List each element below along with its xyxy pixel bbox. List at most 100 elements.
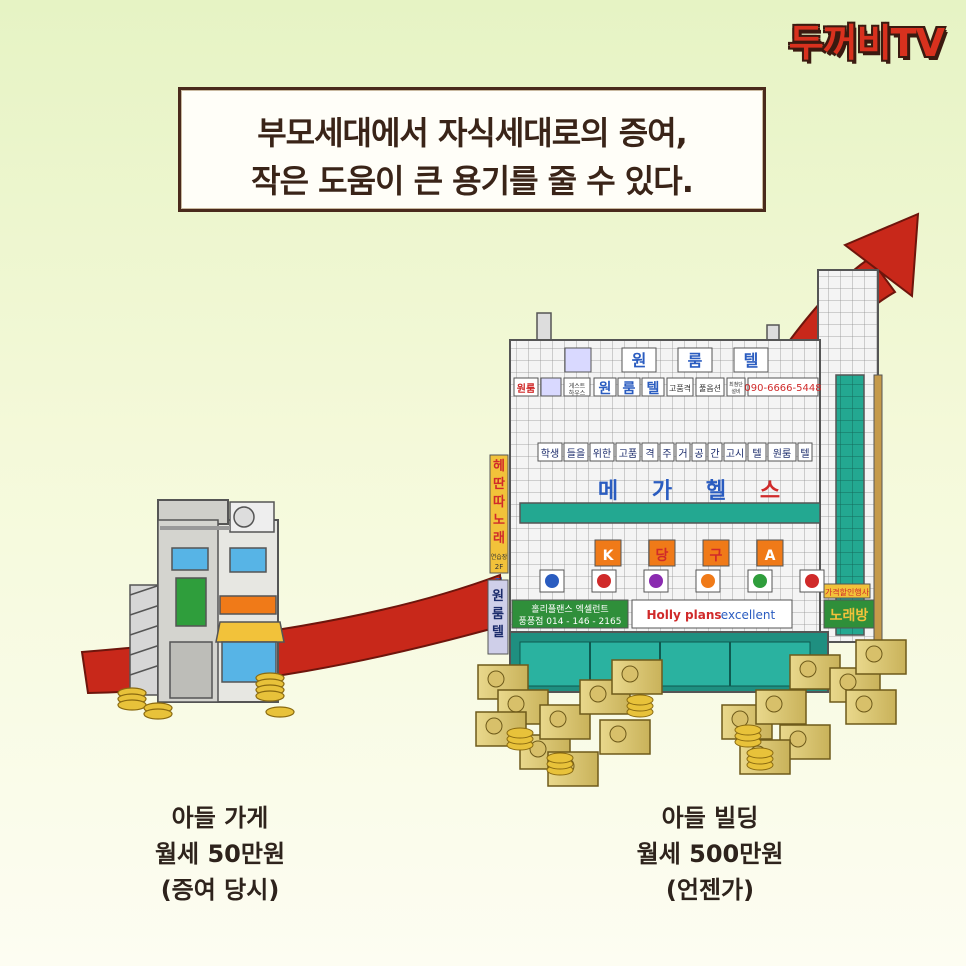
small-shop-building bbox=[129, 499, 285, 703]
cash-portrait-icon bbox=[485, 717, 503, 735]
right-caption-line-1: 아들 빌딩 bbox=[661, 804, 759, 832]
right-caption: 아들 빌딩 월세 500만원 (언젠가) bbox=[600, 800, 820, 908]
mega-char: 헬 bbox=[706, 479, 726, 504]
cash-portrait-icon bbox=[799, 660, 817, 678]
left-caption-line-3: (증여 당시) bbox=[160, 876, 280, 904]
holly-sign bbox=[631, 599, 793, 629]
billiard-ball-icon bbox=[597, 574, 611, 588]
cash-portrait-icon bbox=[529, 740, 547, 758]
row3-text: 위한 bbox=[593, 447, 611, 460]
karaoke-small-sign bbox=[823, 583, 871, 599]
holly-main: Holly plans bbox=[647, 608, 722, 622]
cash-portrait-icon bbox=[487, 670, 505, 688]
row2-phone: 090-6666-5448 bbox=[744, 383, 821, 394]
billiard-ball-icon bbox=[805, 574, 819, 588]
row3-text: 간 bbox=[710, 448, 719, 460]
top-sign-char: 룸 bbox=[688, 351, 703, 370]
row3-text: 격 bbox=[645, 447, 654, 460]
row2-small-text-2: 고품격 bbox=[669, 383, 691, 393]
kdga-char: 구 bbox=[710, 548, 723, 564]
cash-portrait-icon bbox=[839, 673, 857, 691]
row2-small-4a: 최첨단 bbox=[729, 381, 743, 388]
vertical-sign-2 bbox=[487, 579, 509, 655]
cash-portrait-icon bbox=[549, 710, 567, 728]
top-sign-char: 원 bbox=[632, 351, 647, 370]
billiard-ball-icon bbox=[753, 574, 767, 588]
row3-tile bbox=[659, 442, 675, 462]
headline-line-2: 작은 도움이 큰 용기를 줄 수 있다. bbox=[251, 162, 694, 200]
karaoke-text: 노래방 bbox=[830, 607, 869, 624]
row2-small-text-3: 풀옵션 bbox=[699, 383, 721, 393]
row3-tile bbox=[615, 442, 641, 462]
row2-mid-tile bbox=[593, 377, 617, 397]
vertical-sign-1-char: 노 bbox=[493, 513, 505, 528]
cash-portrait-icon bbox=[609, 725, 627, 743]
cash-portrait-icon bbox=[507, 695, 525, 713]
cash-bundles bbox=[475, 639, 907, 787]
kdga-tile bbox=[756, 539, 784, 567]
right-caption-line-2: 월세 500만원 bbox=[636, 840, 784, 868]
row2-tile bbox=[695, 377, 725, 397]
top-sign-tile bbox=[677, 347, 713, 373]
kdga-tile bbox=[702, 539, 730, 567]
top-sign-tile bbox=[733, 347, 769, 373]
row3-text: 텔 bbox=[752, 448, 761, 460]
row2-emblem bbox=[540, 377, 562, 397]
vertical-sign-2-char: 원 bbox=[492, 589, 504, 604]
row3-tile bbox=[537, 442, 563, 462]
headline-line-1: 부모세대에서 자식세대로의 증여, bbox=[257, 114, 688, 152]
green-sign-line-1: 홀리플랜스 엑셀런트 bbox=[531, 603, 608, 615]
brand-logo: 두꺼비TV bbox=[788, 21, 945, 65]
row2-small-2: 하우스 bbox=[569, 389, 586, 397]
top-sign-tile bbox=[621, 347, 657, 373]
left-caption: 아들 가게 월세 50만원 (증여 당시) bbox=[120, 800, 320, 908]
row2-mid-tile bbox=[617, 377, 641, 397]
row3-tile bbox=[691, 442, 707, 462]
top-sign-char: 텔 bbox=[744, 351, 759, 370]
gold-coin bbox=[506, 727, 534, 739]
row3-tile bbox=[797, 442, 813, 462]
row2-mid-char: 텔 bbox=[647, 381, 660, 397]
row3-tile bbox=[723, 442, 747, 462]
row2-phone-tile bbox=[747, 377, 819, 397]
green-sign bbox=[511, 599, 629, 629]
cash-portrait-icon bbox=[789, 730, 807, 748]
vertical-sign-1-char: 딴 bbox=[493, 476, 505, 492]
row3-text: 주 bbox=[662, 449, 671, 460]
row3-tile bbox=[589, 442, 615, 462]
kdga-tile bbox=[648, 539, 676, 567]
kdga-tile bbox=[594, 539, 622, 567]
mega-char: 스 bbox=[760, 479, 780, 504]
headline-box: 부모세대에서 자식세대로의 증여, 작은 도움이 큰 용기를 줄 수 있다. bbox=[178, 87, 766, 212]
row3-text: 들을 bbox=[567, 448, 585, 460]
billiard-ball-icon bbox=[701, 574, 715, 588]
vertical-sign-1-small: 연습장 bbox=[491, 553, 508, 561]
vertical-sign-1-char: 따 bbox=[493, 495, 505, 510]
big-building bbox=[509, 269, 883, 693]
gold-coin bbox=[746, 747, 774, 759]
row2-mid-char: 원 bbox=[599, 381, 612, 397]
kdga-char: A bbox=[765, 548, 776, 564]
row3-text: 고시 bbox=[726, 448, 744, 460]
kdga-char: 당 bbox=[656, 547, 669, 564]
row2-tile bbox=[563, 377, 591, 397]
row3-tile bbox=[767, 442, 797, 462]
karaoke-sign bbox=[823, 599, 875, 629]
holly-script: excellent bbox=[721, 608, 776, 622]
vertical-sign-2-char: 텔 bbox=[492, 625, 504, 640]
row3-tile bbox=[747, 442, 767, 462]
row3-text: 고품 bbox=[619, 448, 637, 460]
mega-char: 메 bbox=[598, 479, 618, 504]
green-sign-line-2: 풍풍점 014 - 146 - 2165 bbox=[519, 615, 622, 627]
cash-portrait-icon bbox=[765, 695, 783, 713]
left-caption-line-2: 월세 50만원 bbox=[154, 840, 286, 868]
mega-char: 가 bbox=[652, 479, 672, 504]
gold-coin bbox=[546, 752, 574, 764]
right-caption-line-3: (언젠가) bbox=[665, 876, 755, 904]
row2-mid-char: 룸 bbox=[623, 381, 636, 397]
row3-tile bbox=[707, 442, 723, 462]
vertical-sign-2-char: 룸 bbox=[492, 606, 504, 622]
row3-tile bbox=[641, 442, 659, 462]
